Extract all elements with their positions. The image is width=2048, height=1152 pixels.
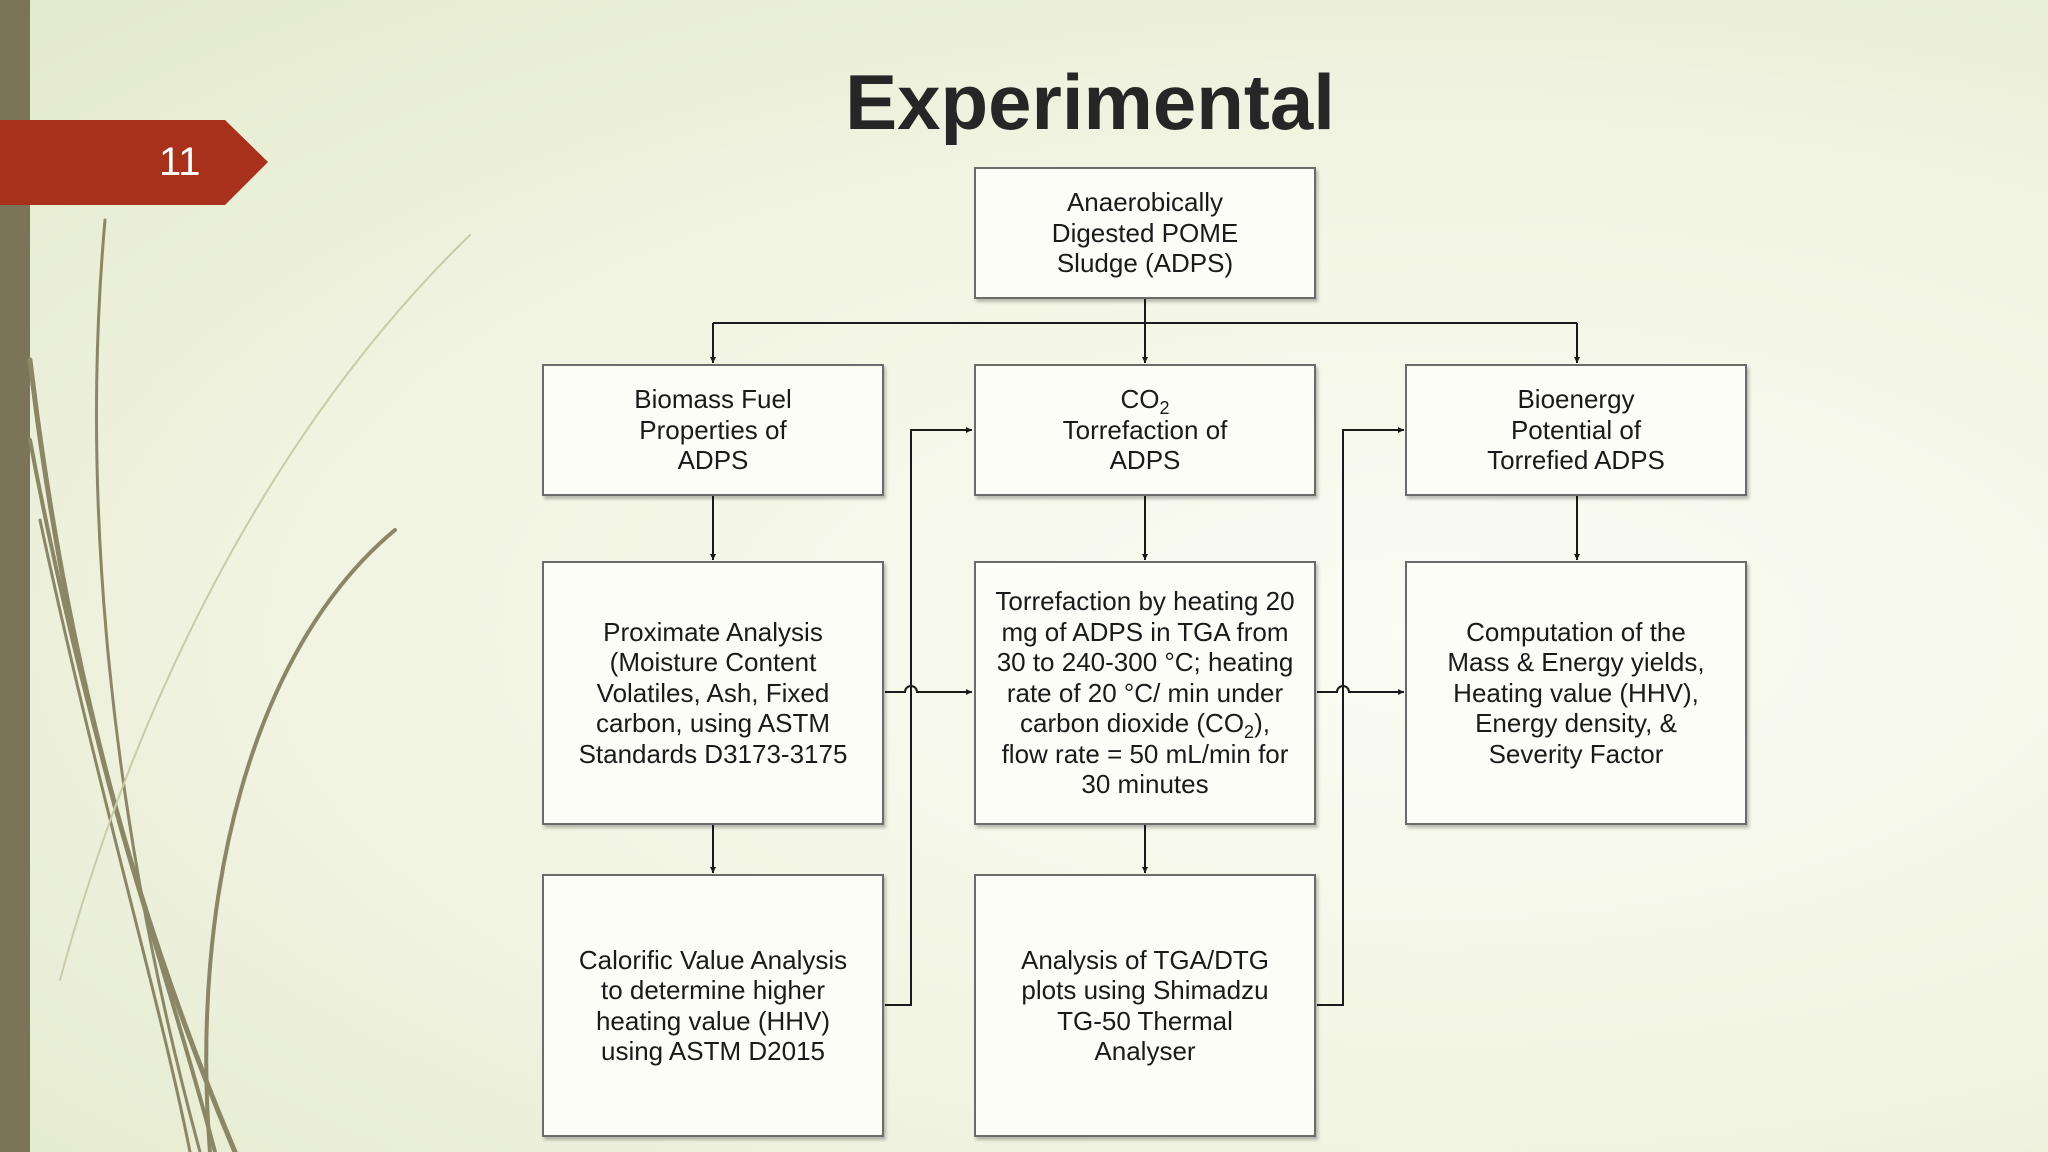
box-tga-dtg-analysis: Analysis of TGA/DTG plots using Shimadzu… <box>974 874 1316 1137</box>
co2-label: CO <box>1120 384 1160 415</box>
arrow-proximate-to-heating <box>885 685 972 695</box>
box-calorific-value: Calorific Value Analysis to determine hi… <box>542 874 884 1137</box>
heating-text-part1: Torrefaction by heating 20 mg of ADPS in… <box>995 586 1295 739</box>
box-torrefaction-heating-text: Torrefaction by heating 20 mg of ADPS in… <box>995 586 1295 800</box>
slide-number: 11 <box>159 140 201 184</box>
heating-co2-subscript: 2 <box>1244 722 1255 743</box>
box-biomass-fuel-properties-text: Biomass Fuel Properties of ADPS <box>634 384 792 476</box>
arrow-heating-to-computation <box>1317 685 1404 695</box>
slide-number-badge: 11 <box>0 120 268 205</box>
box-co2-torrefaction: CO2 Torrefaction of ADPS <box>974 364 1316 496</box>
heating-text-part2: ), flow rate = 50 mL/min for 30 minutes <box>1001 708 1289 800</box>
box-biomass-fuel-properties: Biomass Fuel Properties of ADPS <box>542 364 884 496</box>
box-adps-source-text: Anaerobically Digested POME Sludge (ADPS… <box>1051 187 1239 279</box>
box-proximate-analysis-text: Proximate Analysis (Moisture Content Vol… <box>578 616 848 769</box>
box-adps-source: Anaerobically Digested POME Sludge (ADPS… <box>974 167 1316 299</box>
loop-calorific-to-torrefaction <box>885 427 972 1006</box>
box-torrefaction-heating: Torrefaction by heating 20 mg of ADPS in… <box>974 561 1316 825</box>
torrefaction-label: Torrefaction of ADPS <box>1062 414 1228 476</box>
box-bioenergy-potential-text: Bioenergy Potential of Torrefied ADPS <box>1487 384 1665 476</box>
slide-title: Experimental <box>845 58 1335 146</box>
box-co2-torrefaction-text: CO2 Torrefaction of ADPS <box>1045 384 1245 476</box>
box-calorific-value-text: Calorific Value Analysis to determine hi… <box>578 944 848 1067</box>
box-tga-dtg-analysis-text: Analysis of TGA/DTG plots using Shimadzu… <box>1020 944 1270 1067</box>
box-computation-yields: Computation of the Mass & Energy yields,… <box>1405 561 1747 825</box>
box-bioenergy-potential: Bioenergy Potential of Torrefied ADPS <box>1405 364 1747 496</box>
loop-tga-analysis-to-bioenergy <box>1317 427 1404 1006</box>
box-proximate-analysis: Proximate Analysis (Moisture Content Vol… <box>542 561 884 825</box>
co2-subscript: 2 <box>1159 398 1170 419</box>
box-computation-yields-text: Computation of the Mass & Energy yields,… <box>1447 616 1705 769</box>
decorative-swooshes <box>27 218 471 1152</box>
